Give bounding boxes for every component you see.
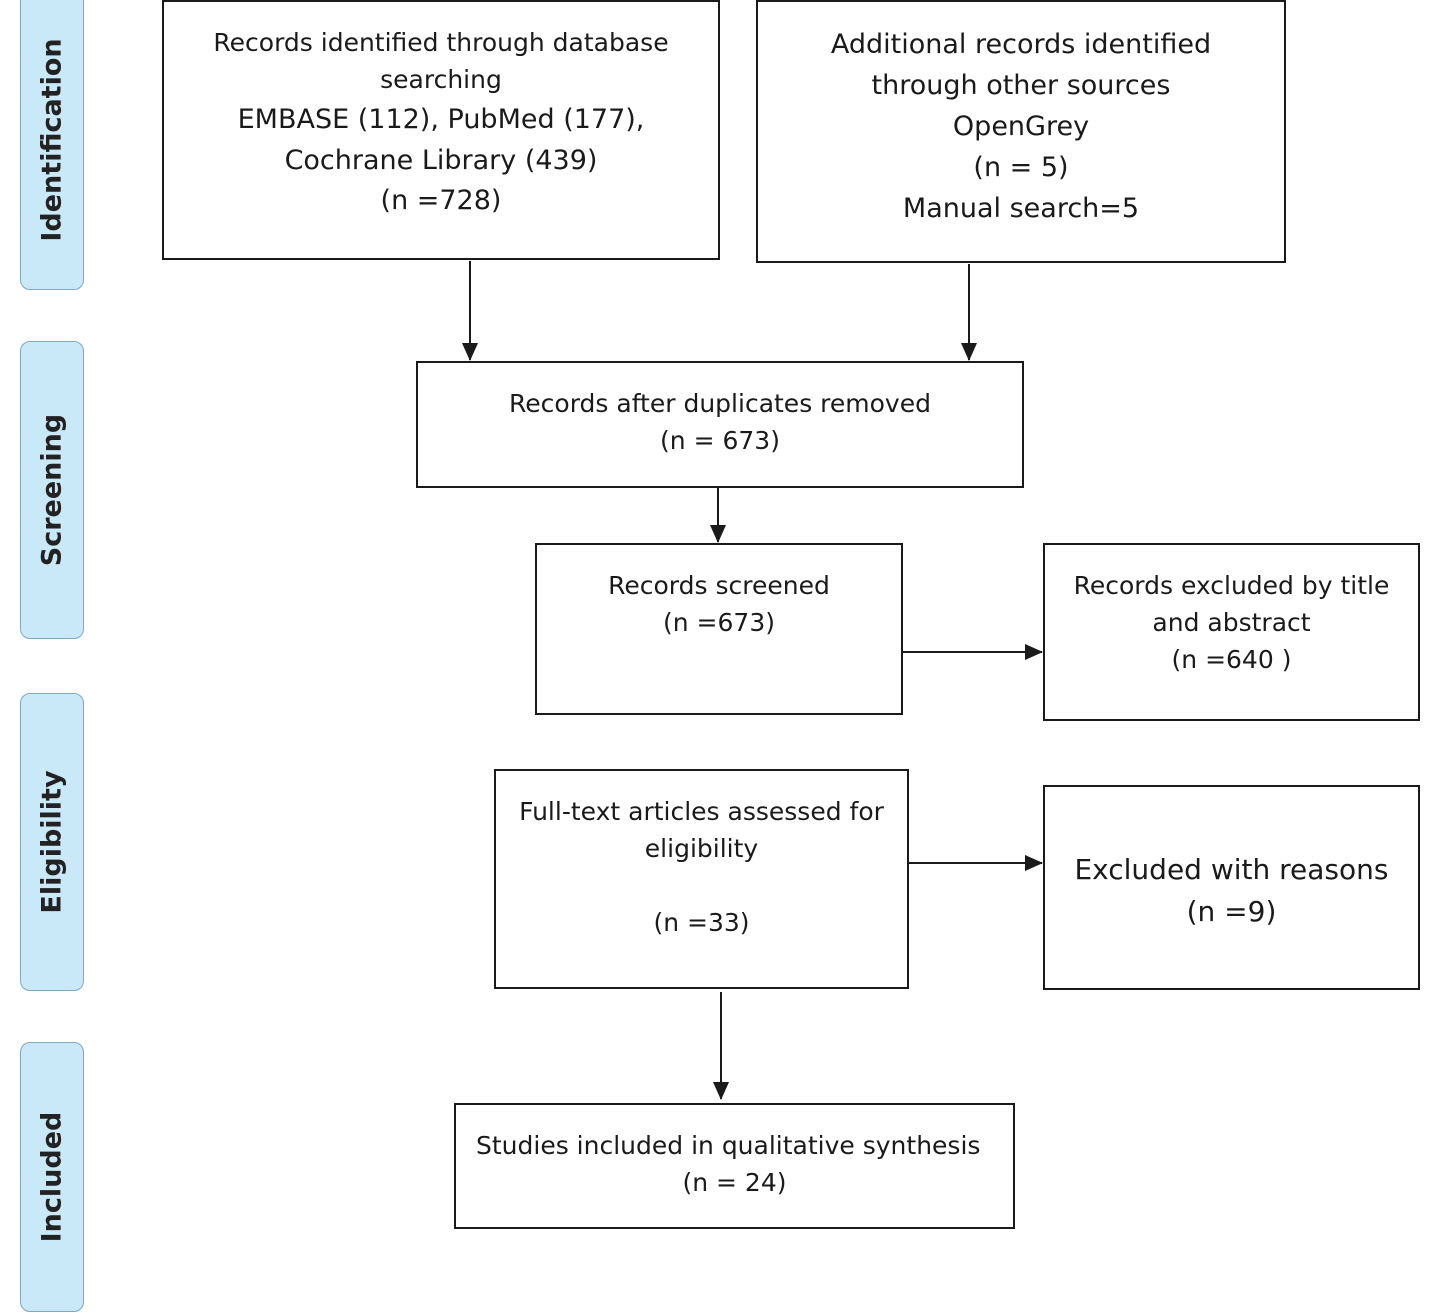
box-records-screened: Records screened (n =673) <box>535 543 903 715</box>
box-excluded-reasons: Excluded with reasons (n =9) <box>1043 785 1420 990</box>
excluded-title-line-2: and abstract <box>1152 608 1311 637</box>
stage-eligibility: Eligibility <box>20 693 84 991</box>
screened-line-2: (n =673) <box>663 608 775 637</box>
screened-line-1: Records screened <box>608 571 830 600</box>
database-line-1: Records identified through database <box>213 28 669 57</box>
box-duplicates-removed: Records after duplicates removed (n = 67… <box>416 361 1024 488</box>
box-studies-included: Studies included in qualitative synthesi… <box>454 1103 1015 1229</box>
stage-identification: Identification <box>20 0 84 290</box>
other-line-2: through other sources <box>871 70 1171 101</box>
excluded-reasons-line-1: Excluded with reasons <box>1074 853 1389 886</box>
other-line-5: Manual search=5 <box>902 193 1140 224</box>
duplicates-line-2: (n = 673) <box>660 426 780 455</box>
other-line-1: Additional records identified <box>830 29 1212 60</box>
fulltext-line-1: Full-text articles assessed for <box>519 797 884 826</box>
excluded-title-line-3: (n =640 ) <box>1171 645 1292 674</box>
box-other-sources: Additional records identified through ot… <box>756 0 1286 263</box>
other-line-4: (n = 5) <box>973 152 1069 183</box>
other-line-3: OpenGrey <box>952 111 1090 142</box>
included-line-2: (n = 24) <box>682 1168 787 1197</box>
stage-included: Included <box>20 1042 84 1312</box>
box-fulltext-assessed: Full-text articles assessed for eligibil… <box>494 769 909 989</box>
stage-screening: Screening <box>20 341 84 639</box>
excluded-reasons-line-2: (n =9) <box>1186 895 1277 928</box>
database-line-5: (n =728) <box>380 185 502 216</box>
database-line-2: searching <box>380 65 502 94</box>
duplicates-line-1: Records after duplicates removed <box>509 389 931 418</box>
fulltext-spacer <box>496 867 907 904</box>
included-line-1: Studies included in qualitative synthesi… <box>476 1131 981 1160</box>
box-database-records: Records identified through database sear… <box>162 0 720 260</box>
fulltext-line-3: (n =33) <box>653 908 750 937</box>
box-excluded-title-abstract: Records excluded by title and abstract (… <box>1043 543 1420 721</box>
excluded-title-line-1: Records excluded by title <box>1073 571 1390 600</box>
database-line-4: Cochrane Library (439) <box>284 145 598 176</box>
fulltext-line-2: eligibility <box>644 834 759 863</box>
database-line-3: EMBASE (112), PubMed (177), <box>237 104 645 135</box>
